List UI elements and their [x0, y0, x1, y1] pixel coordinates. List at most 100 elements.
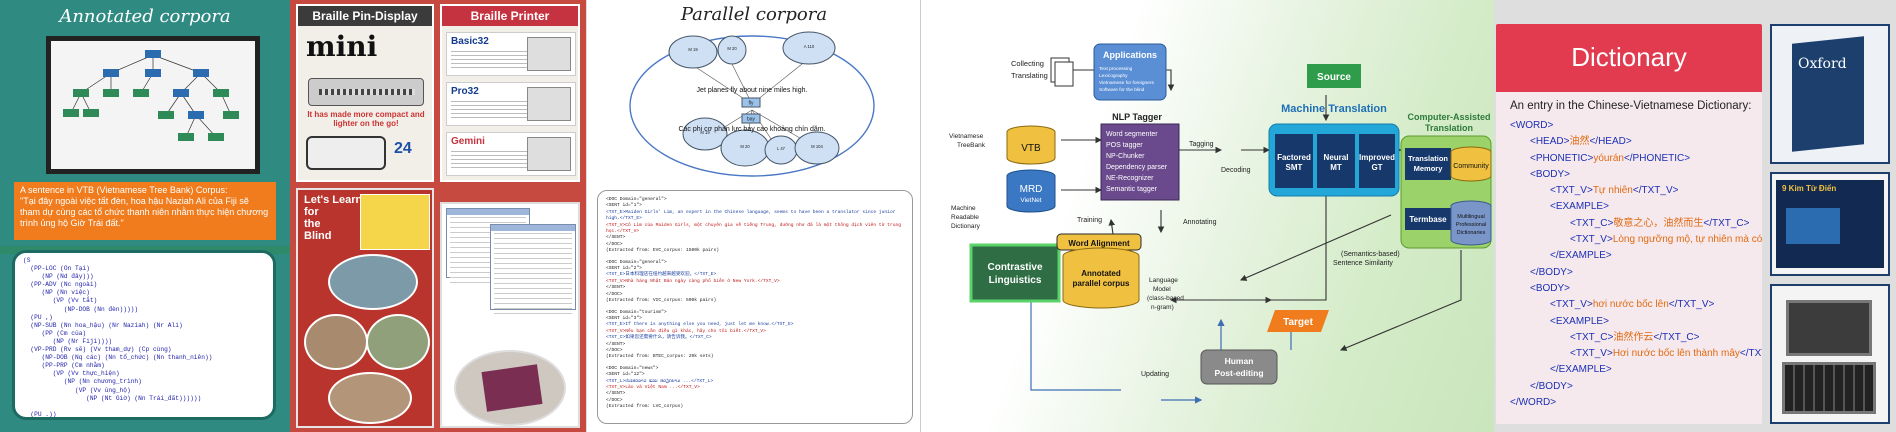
cat-title-2: Translation	[1425, 123, 1473, 133]
xml-value: 油然	[1569, 136, 1590, 148]
tagging-label: Tagging	[1189, 141, 1214, 148]
dictionary-xml-line: </EXAMPLE>	[1510, 362, 1758, 378]
annotated-corpus-cylinder	[1062, 256, 1140, 309]
nlp-tagger-box	[1100, 123, 1180, 201]
oxford-dictionary-image: Oxford	[1770, 24, 1890, 164]
book-cover-image	[360, 194, 430, 250]
dictionary-xml-line: <EXAMPLE>	[1510, 314, 1758, 330]
application-item: Text processing	[1099, 66, 1133, 72]
photo-circle	[304, 314, 368, 370]
dictionary-entry-xml: <WORD><HEAD>油然</HEAD><PHONETIC>yóurán</P…	[1510, 118, 1762, 411]
corpus-source: (Extracted from: LVC_corpus)	[606, 404, 684, 410]
bracket-tree-box: (S (PP-LOC (On Tại) (NP (Nd đây))) (PP-A…	[12, 250, 276, 420]
kim-tu-dien-title: 9 Kim Từ Điển	[1782, 184, 1837, 193]
braille-panel: Braille Pin-Display mini It has made mor…	[290, 0, 586, 432]
corpus-source: (Extracted from: EVC_corpus: 1500k pairs…	[606, 248, 720, 254]
nlp-tagger-title: NLP Tagger	[1112, 112, 1162, 122]
dictionary-xml-line: <WORD>	[1510, 118, 1758, 134]
mt-factored-smt	[1275, 134, 1313, 188]
corpus-sample-line: <SENT id="12">	[606, 372, 645, 378]
cat-title-1: Computer-Assisted	[1407, 112, 1490, 122]
xml-tag: <HEAD>	[1530, 136, 1570, 148]
pin-brand: mini	[306, 30, 378, 63]
mt-neural-mt	[1317, 134, 1355, 188]
device-screen	[1786, 300, 1872, 356]
xml-tag: </TXT_V>	[1632, 185, 1679, 197]
xml-tag: <EXAMPLE>	[1550, 315, 1609, 327]
corpus-sample-block: <DOC Domain="general"><SENT id="1"><TXT_…	[606, 197, 904, 255]
xml-tag: <EXAMPLE>	[1550, 201, 1609, 213]
nlp-item: POS tagger	[1106, 142, 1143, 149]
corpus-sample-line: <TXT_E>If there is anything else you nee…	[606, 322, 794, 328]
nlp-item: NP-Chunker	[1106, 153, 1145, 160]
printer-desc	[451, 101, 527, 121]
application-item: Software for the blind	[1099, 87, 1145, 93]
vtb-side-label-1: Vietnamese	[949, 133, 984, 140]
lang-model-label: n-gram)	[1151, 304, 1174, 311]
xml-tag: <TXT_V>	[1570, 234, 1613, 246]
mrd-label: MRD	[1020, 184, 1043, 195]
xml-tag: </TXT_V>	[1668, 299, 1715, 311]
mrd-sub-label: VietNet	[1020, 197, 1041, 204]
book-image	[481, 364, 543, 412]
mt-item: Improved	[1359, 153, 1395, 162]
corpus-sample-line: <TXT_L>ປະເທດລາວ ແລະ ຫວຽດນາມ ...</TXT_L>	[606, 378, 714, 384]
corpus-sample-block: <DOC Domain="news"><SENT id="12"><TXT_L>…	[606, 366, 904, 411]
xml-value: hơi nước bốc lên	[1592, 299, 1669, 311]
parse-tree-frame	[46, 36, 260, 174]
semantics-label-1: (Semantics-based)	[1341, 251, 1400, 258]
dictionary-xml-line: <HEAD>油然</HEAD>	[1510, 134, 1758, 150]
dictionary-xml-line: </BODY>	[1510, 379, 1758, 395]
translation-memory-box	[1405, 148, 1451, 180]
pin-device-image	[308, 78, 424, 106]
device-keyboard	[1782, 362, 1876, 414]
printer-model: Gemini	[451, 136, 485, 147]
collecting-label: Collecting	[1011, 59, 1044, 68]
mt-improved-gt	[1359, 134, 1395, 188]
xml-value: Tự nhiên	[1592, 185, 1633, 197]
dictionary-header	[1496, 24, 1762, 92]
corpus-sample-line: <TXT_E>日本料理店在纽约越来越受欢迎。</TXT_E>	[606, 272, 717, 278]
dictionary-panel: Dictionary An entry in the Chinese-Vietn…	[1494, 0, 1896, 432]
braille-printer-card: Braille Printer Basic32 Pro32 Gemini	[440, 4, 580, 182]
corpus-sample-line: </DOC>	[606, 347, 623, 353]
center-word-en: fly	[749, 101, 755, 107]
dictionary-xml-line: </BODY>	[1510, 265, 1758, 281]
word-alignment-diagram: M 19 M 20 A 110 M 19 M 20 L 47 M 104 fly…	[629, 31, 875, 177]
dictionary-xml-line: <PHONETIC>yóurán</PHONETIC>	[1510, 151, 1758, 167]
dictionary-xml-line: </WORD>	[1510, 395, 1758, 411]
dictionary-xml-line: <BODY>	[1510, 167, 1758, 183]
annotated-corpora-panel: Annotated corpora	[0, 0, 290, 432]
xml-tag: </TXT_C>	[1653, 331, 1700, 343]
alignment-node-top-3: A 110	[804, 44, 815, 49]
dictionary-xml-line: </EXAMPLE>	[1510, 248, 1758, 264]
dictionary-xml-line: <TXT_C>油然作云</TXT_C>	[1510, 330, 1758, 346]
mt-title: Machine Translation	[1281, 103, 1387, 115]
vtb-sentence-box: A sentence in VTB (Vietnamese Tree Bank)…	[14, 182, 276, 240]
printer-image	[527, 87, 571, 121]
xml-value: 敬意之心，油然而生	[1613, 217, 1704, 229]
xml-value: Lòng ngưỡng mộ, tự nhiên mà có	[1612, 234, 1762, 246]
dictionary-xml-line: <TXT_C>敬意之心，油然而生</TXT_C>	[1510, 216, 1758, 232]
multi-dict-label: Dictionaries	[1457, 230, 1486, 236]
corpus-sample-line: </SENT>	[606, 235, 626, 241]
center-word-vi: bay	[747, 117, 756, 123]
corpus-sample-line: <TXT_V>Lào và Việt Nam ...</TXT_V>	[606, 384, 700, 390]
corpus-sample-line: <TXT_C>如果您还需要什么，请告诉我。</TXT_C>	[606, 335, 712, 341]
photo-circle	[328, 254, 418, 310]
mrd-side-label: Dictionary	[951, 223, 981, 230]
corpus-sample-block: <DOC Domain="tourism"><SENT id="3"><TXT_…	[606, 310, 904, 361]
annotated-corpus-label: parallel corpus	[1073, 279, 1130, 288]
contrastive-label: Contrastive	[987, 262, 1042, 273]
corpus-sample-line: </DOC>	[606, 241, 623, 247]
handheld-translator-image	[1770, 284, 1890, 424]
lang-model-label: Model	[1153, 286, 1171, 293]
xml-tag: </WORD>	[1510, 397, 1557, 409]
lang-model-label: (class-based	[1147, 295, 1184, 302]
xml-tag: <BODY>	[1530, 168, 1571, 180]
book-cover	[1792, 36, 1864, 152]
alignment-node-top-1: M 19	[688, 47, 698, 52]
multi-dict-label: Multilingual	[1457, 214, 1485, 220]
printer-desc	[451, 151, 527, 171]
oxford-title: Oxford	[1798, 56, 1847, 72]
